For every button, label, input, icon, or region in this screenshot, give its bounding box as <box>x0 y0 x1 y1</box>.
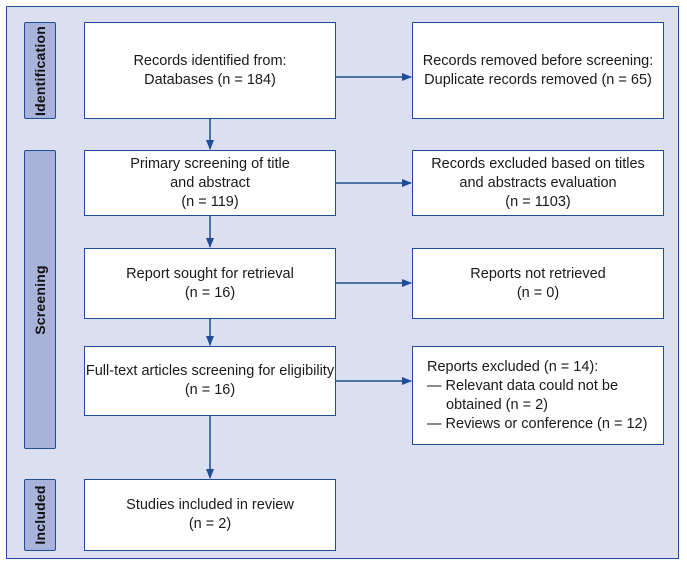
box-line: Databases (n = 184) <box>144 71 276 88</box>
box-line: (n = 119) <box>181 193 239 210</box>
fulltext-screening-box: Full-text articles screening for eligibi… <box>84 346 336 416</box>
primary-screening-box: Primary screening of title and abstract … <box>84 150 336 216</box>
box-line: Records identified from: <box>133 52 287 69</box>
phase-identification: Identification <box>24 22 56 119</box>
box-line: Reports excluded (n = 14): <box>427 358 599 375</box>
box-line: Duplicate records removed (n = 65) <box>424 71 652 88</box>
phase-screening-label: Screening <box>32 264 48 335</box>
records-identified-box: Records identified from: Databases (n = … <box>84 22 336 119</box>
box-line: — Relevant data could not be <box>427 377 619 394</box>
report-sought-box: Report sought for retrieval (n = 16) <box>84 248 336 319</box>
box-line: (n = 1103) <box>505 193 571 210</box>
box-line: — Reviews or conference (n = 12) <box>427 415 648 432</box>
box-line: and abstract <box>170 174 250 191</box>
reports-not-retrieved-box: Reports not retrieved (n = 0) <box>412 248 664 319</box>
box-line: Full-text articles screening for eligibi… <box>85 363 335 379</box>
box-line: (n = 16) <box>184 284 236 301</box>
records-removed-box: Records removed before screening: Duplic… <box>412 22 664 119</box>
phase-included: Included <box>24 479 56 551</box>
box-line: Reports not retrieved <box>470 265 606 282</box>
box-line: Report sought for retrieval <box>126 265 294 282</box>
box-line: (n = 2) <box>188 516 232 532</box>
records-excluded-box: Records excluded based on titles and abs… <box>412 150 664 216</box>
phase-identification-label: Identification <box>32 25 48 116</box>
box-line: Records excluded based on titles <box>431 155 645 172</box>
box-line: Studies included in review <box>126 497 294 513</box>
box-line: (n = 16) <box>184 382 236 398</box>
box-line: (n = 0) <box>516 284 560 301</box>
reports-excluded-box: Reports excluded (n = 14): — Relevant da… <box>412 346 664 445</box>
box-line: Primary screening of title <box>130 155 290 172</box>
box-line: Records removed before screening: <box>422 52 654 69</box>
studies-included-box: Studies included in review (n = 2) <box>84 479 336 551</box>
box-line: obtained (n = 2) <box>446 396 548 413</box>
phase-included-label: Included <box>32 485 48 545</box>
box-line: and abstracts evaluation <box>459 174 617 191</box>
phase-screening: Screening <box>24 150 56 449</box>
